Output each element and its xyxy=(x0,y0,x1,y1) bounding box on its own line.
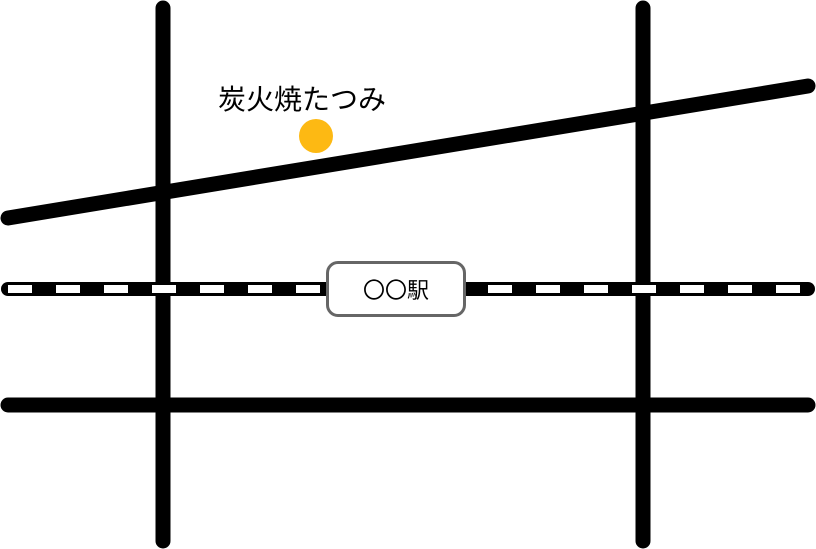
railway-dash xyxy=(8,285,32,293)
railway-dash xyxy=(536,285,560,293)
railway-dash xyxy=(152,285,176,293)
railway-dash xyxy=(776,285,800,293)
station-box[interactable]: 〇〇駅 xyxy=(326,261,466,317)
shop-name-label: 炭火焼たつみ xyxy=(218,83,387,116)
railway-dash xyxy=(296,285,320,293)
railway-dash xyxy=(488,285,512,293)
railway-dash xyxy=(632,285,656,293)
station-name: 〇〇駅 xyxy=(362,279,429,304)
shop-marker[interactable] xyxy=(299,119,333,153)
road-diagonal xyxy=(0,78,816,226)
railway-dash xyxy=(200,285,224,293)
railway-dash xyxy=(728,285,752,293)
railway-dash xyxy=(104,285,128,293)
railway-dash xyxy=(248,285,272,293)
railway-dash xyxy=(680,285,704,293)
railway-dash xyxy=(584,285,608,293)
railway-dashes xyxy=(8,285,800,293)
railway-dash xyxy=(56,285,80,293)
